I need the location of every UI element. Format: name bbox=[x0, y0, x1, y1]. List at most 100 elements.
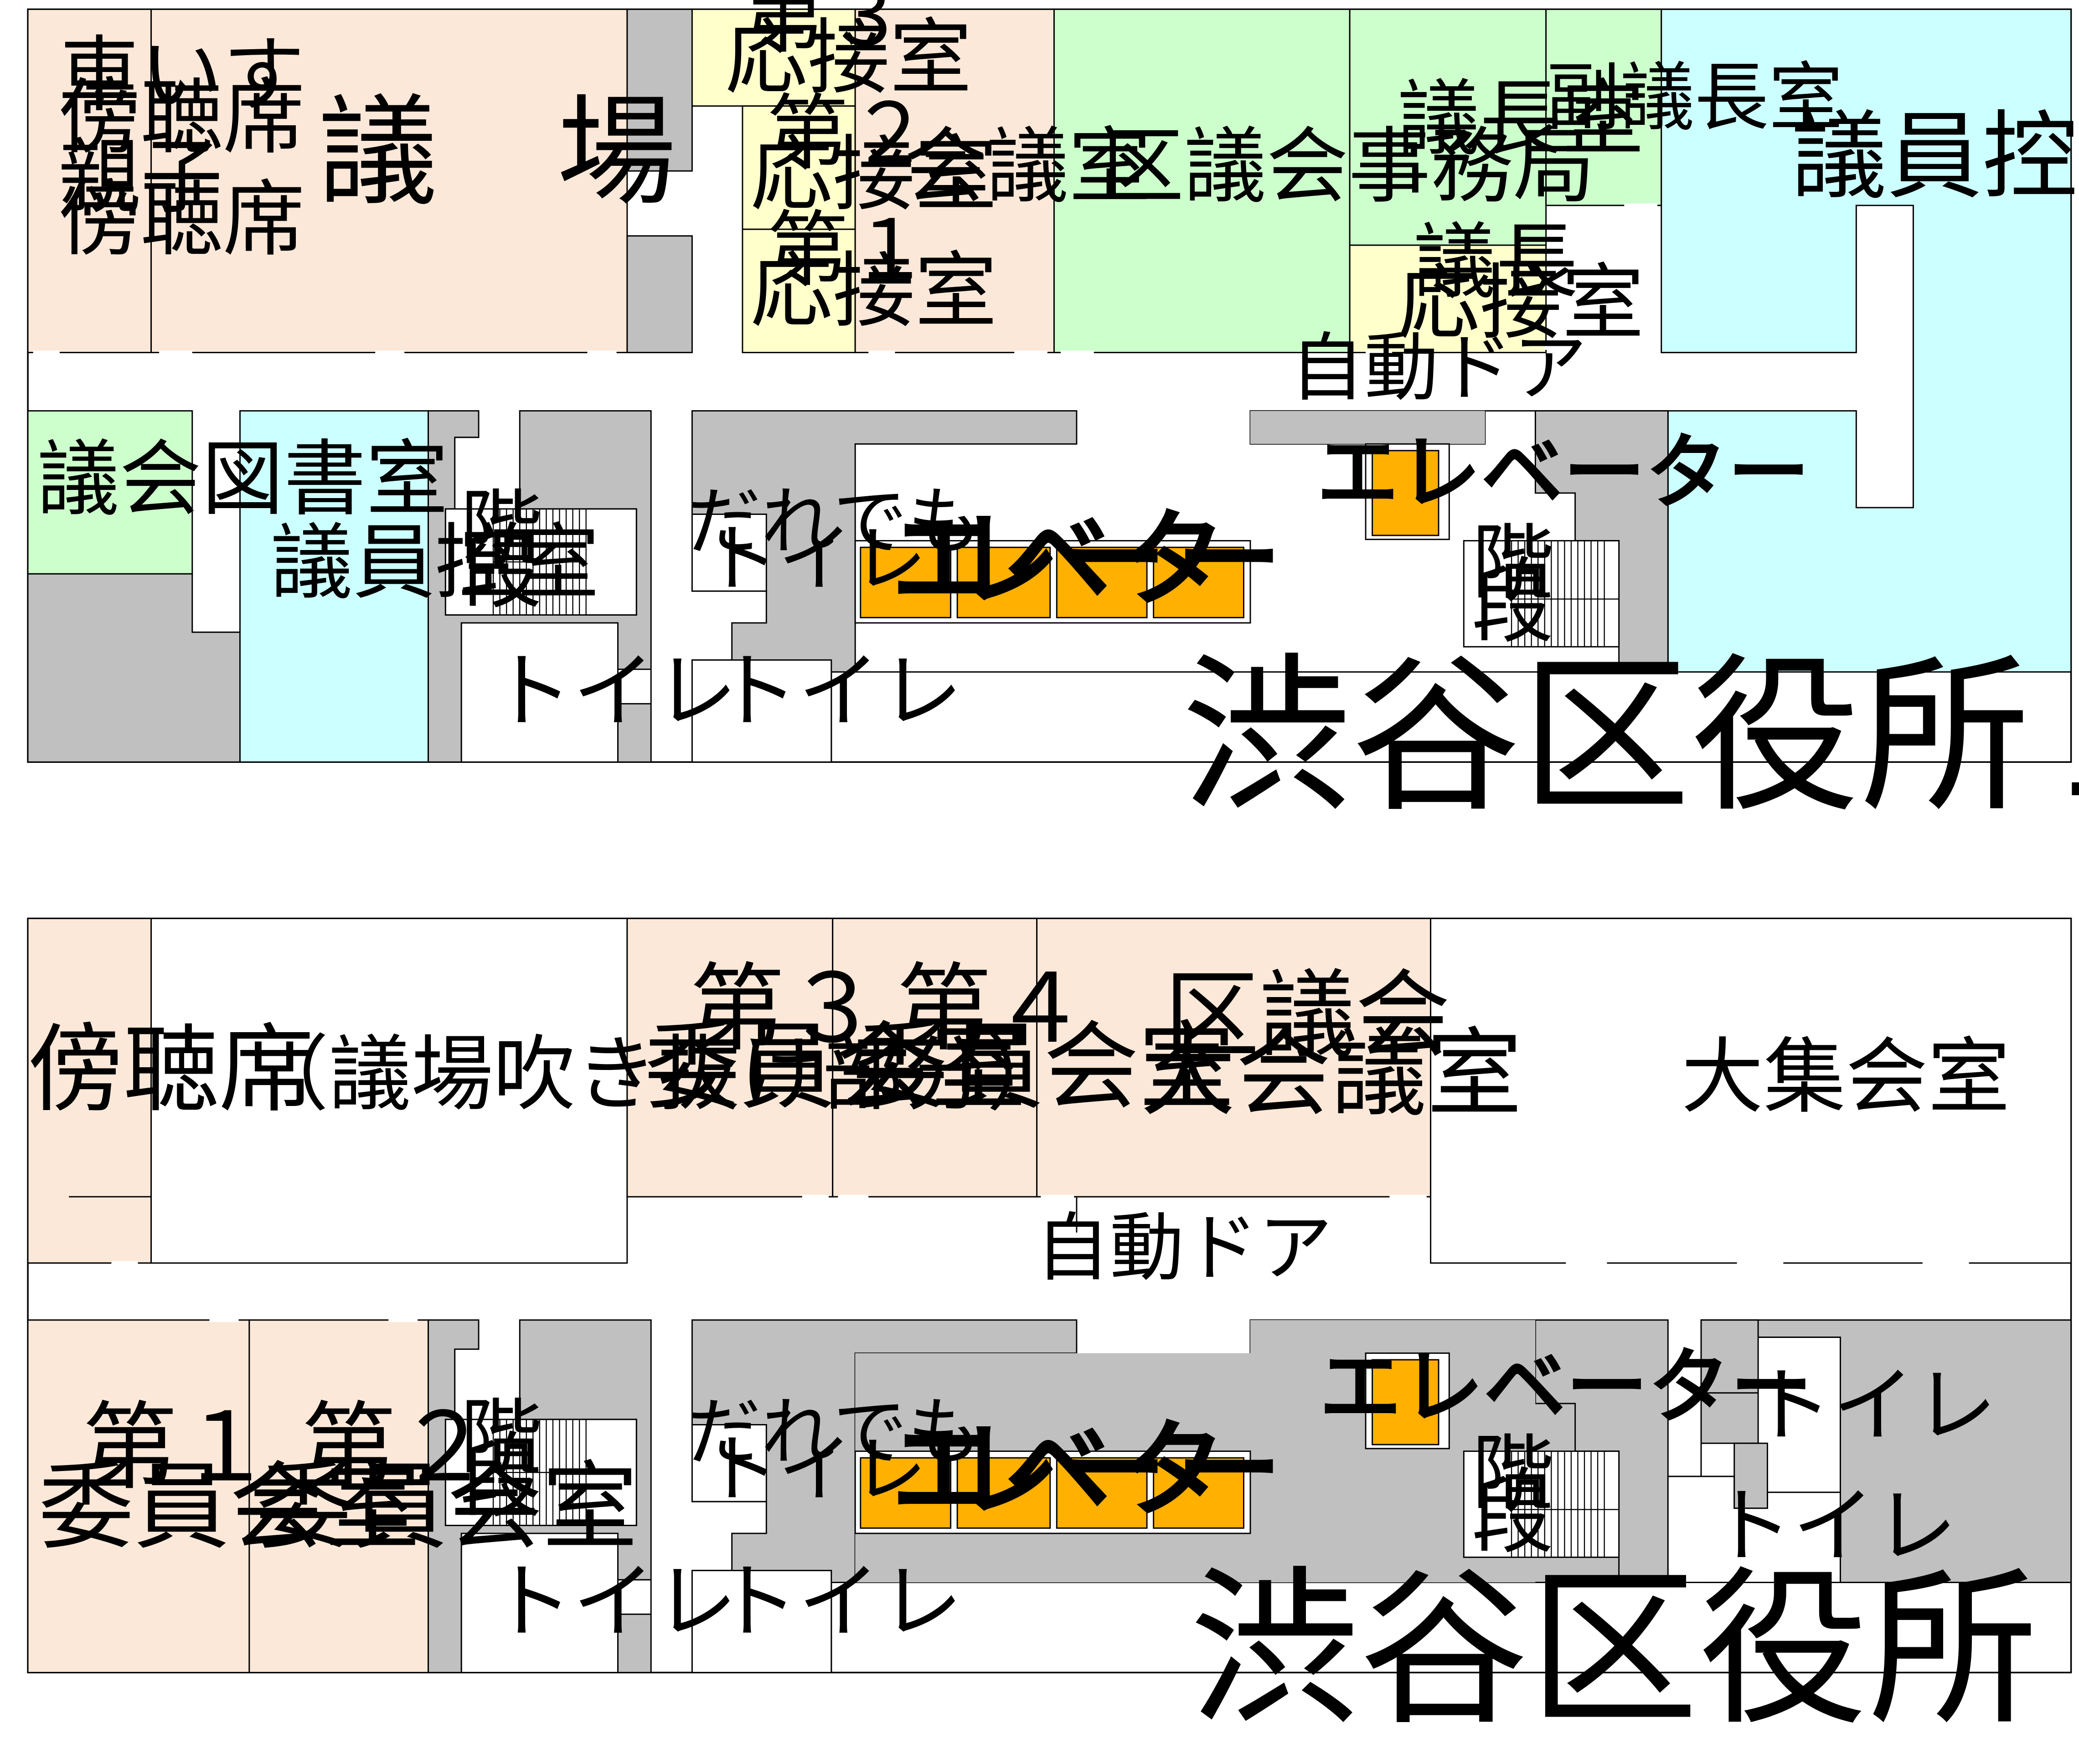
label-committee2-1: 第２ bbox=[301, 1393, 492, 1503]
reception-2 bbox=[742, 105, 856, 230]
label-library: 議会図書室 bbox=[37, 432, 448, 527]
universal-toilet-14 bbox=[691, 1424, 767, 1502]
label-members-room-left: 議員控室 bbox=[270, 515, 599, 611]
universal-toilet bbox=[691, 513, 767, 592]
label-family-2: 傍聴席 bbox=[58, 172, 305, 267]
label-vice-chair-room: 副議長室 bbox=[1546, 55, 1843, 141]
elevator-car-1-14 bbox=[860, 1457, 952, 1529]
label-elevator-bank-5: タ bbox=[1120, 498, 1227, 622]
label-reception2-2: 応接室 bbox=[750, 127, 997, 222]
label-meeting-room: 会議室 bbox=[904, 119, 1151, 215]
toilet-partition bbox=[1733, 1442, 1768, 1509]
label-elevator-bank-6: ー bbox=[1176, 498, 1282, 622]
label-wheelchair-2: 傍聴席 bbox=[58, 70, 305, 165]
reception-1 bbox=[742, 228, 856, 354]
assembly-hall bbox=[1430, 918, 2072, 1264]
floor-13-plan: 車いす 傍聴席 親子 傍聴席 議 場 第３ 応接室 第２ 応接室 第１ 応接室 … bbox=[27, 0, 2079, 835]
label-family-1: 親子 bbox=[58, 129, 223, 225]
label-committee1-2: 委員会室 bbox=[38, 1452, 420, 1563]
label-committee2-2: 委員会室 bbox=[256, 1452, 638, 1563]
label-elevator-bank-14-1: エ bbox=[891, 1409, 997, 1532]
stairs-right-14 bbox=[1463, 1450, 1620, 1558]
label-reception3-1: 第３ bbox=[743, 0, 907, 65]
label-reception1-2: 応接室 bbox=[750, 243, 997, 339]
floor-14-title: 渋谷区役所１４階 案内図 bbox=[1189, 1551, 2079, 1749]
label-stairs-left-1: 階 bbox=[460, 481, 542, 576]
label-elevator-bank-14-6: ー bbox=[1176, 1409, 1282, 1532]
core-right-14-top bbox=[1700, 1319, 1759, 1394]
vice-chair-room bbox=[1545, 8, 1662, 206]
label-secretariat: 区議会事務局 bbox=[1102, 119, 1595, 215]
toilet-b-14 bbox=[691, 1569, 832, 1673]
label-committee1-1: 第１ bbox=[82, 1393, 273, 1503]
meeting-room bbox=[854, 8, 1055, 354]
label-stairs-left-14-1: 階 bbox=[460, 1390, 542, 1486]
elevator-car-3 bbox=[1056, 546, 1148, 618]
label-elevator-bank-14-5: タ bbox=[1120, 1409, 1227, 1532]
committee-room-2 bbox=[248, 1319, 429, 1673]
members-room-right bbox=[1661, 8, 2072, 673]
stairs-right bbox=[1463, 540, 1620, 648]
label-elevator-bank-14-3: ベ bbox=[1005, 1409, 1111, 1532]
chair-reception bbox=[1349, 244, 1547, 354]
committee-room-3 bbox=[626, 918, 834, 1198]
label-universal-toilet-14-1: だれでも bbox=[687, 1389, 982, 1476]
label-chamber: 議 場 bbox=[318, 83, 676, 222]
wheelchair-gallery bbox=[27, 8, 152, 354]
reception-3 bbox=[691, 8, 856, 107]
label-council-hall-2: 大会議室 bbox=[1140, 1018, 1522, 1129]
label-toilet-b-14: トイレ bbox=[716, 1554, 963, 1650]
label-committee4-1: 第４ bbox=[896, 954, 1087, 1065]
label-universal-toilet-2: トイレ bbox=[704, 516, 927, 602]
label-toilet-c: トイレ bbox=[1750, 1358, 1997, 1454]
label-reception2-1: 第２ bbox=[766, 86, 931, 181]
label-universal-toilet-1: だれでも bbox=[687, 479, 982, 565]
label-council-hall-1: 区議会 bbox=[1164, 961, 1450, 1071]
chair-room bbox=[1349, 8, 1547, 246]
council-hall bbox=[1036, 918, 1432, 1198]
chamber bbox=[150, 8, 628, 354]
label-elevator-bank-2: レ bbox=[954, 498, 1061, 622]
label-chair-reception-1: 議長 bbox=[1414, 214, 1578, 310]
label-stairs-right-2: 段 bbox=[1472, 559, 1554, 654]
elevator-small-car-14 bbox=[1372, 1359, 1439, 1445]
label-toilet-a-14: トイレ bbox=[490, 1554, 737, 1650]
shaft-upper bbox=[626, 8, 693, 172]
label-elevator-bank-4: ー bbox=[1061, 498, 1167, 622]
floor-14-plan: 傍聴席 （議場吹き抜け部分） 第３ 委員会室 第４ 委員会室 区議会 大会議室 … bbox=[27, 917, 2079, 1749]
label-reception1-1: 第１ bbox=[766, 202, 931, 298]
label-stairs-right-1: 階 bbox=[1472, 515, 1554, 611]
committee-room-1 bbox=[27, 1319, 250, 1673]
toilet-b bbox=[691, 659, 832, 763]
label-elevator-small-14: エレベーター bbox=[1319, 1339, 1812, 1435]
label-members-room-right: 議員控室 bbox=[1791, 102, 2079, 212]
elevator-car-4 bbox=[1153, 546, 1244, 618]
toilet-a-14 bbox=[460, 1533, 619, 1673]
label-elevator-bank-14-2: レ bbox=[954, 1409, 1061, 1532]
label-toilet-d: トイレ bbox=[1710, 1478, 1957, 1574]
library bbox=[27, 410, 193, 575]
floor-13-title: 渋谷区役所１３階 案内図 bbox=[1181, 638, 2079, 835]
elevator-small-car bbox=[1372, 450, 1439, 536]
label-wheelchair-1: 車いす bbox=[58, 27, 305, 123]
members-room-left bbox=[239, 410, 429, 763]
elevator-car-2-14 bbox=[956, 1457, 1051, 1529]
label-assembly-hall: 大集会室 bbox=[1681, 1029, 2010, 1125]
label-stairs-right-14-1: 階 bbox=[1472, 1425, 1554, 1521]
elevator-car-1 bbox=[860, 546, 952, 618]
label-stairs-left-14-2: 段 bbox=[460, 1434, 542, 1529]
shaft-lower bbox=[626, 235, 693, 354]
label-reception3-2: 応接室 bbox=[725, 10, 972, 106]
label-committee3-1: 第３ bbox=[690, 954, 881, 1065]
label-committee4-2: 委員会室 bbox=[852, 1012, 1234, 1123]
label-auto-door: 自動ドア bbox=[1290, 325, 1587, 411]
label-universal-toilet-14-2: トイレ bbox=[704, 1427, 927, 1513]
label-auto-door-14: 自動ドア bbox=[1036, 1205, 1333, 1291]
label-toilet-a: トイレ bbox=[490, 643, 737, 739]
label-chair-reception-2: 応接室 bbox=[1398, 255, 1644, 351]
elevator-car-3-14 bbox=[1056, 1457, 1148, 1529]
toilet-a bbox=[460, 622, 619, 763]
label-elevator-bank-14-4: ー bbox=[1061, 1409, 1167, 1532]
label-elevator-bank-1: エ bbox=[891, 498, 997, 622]
